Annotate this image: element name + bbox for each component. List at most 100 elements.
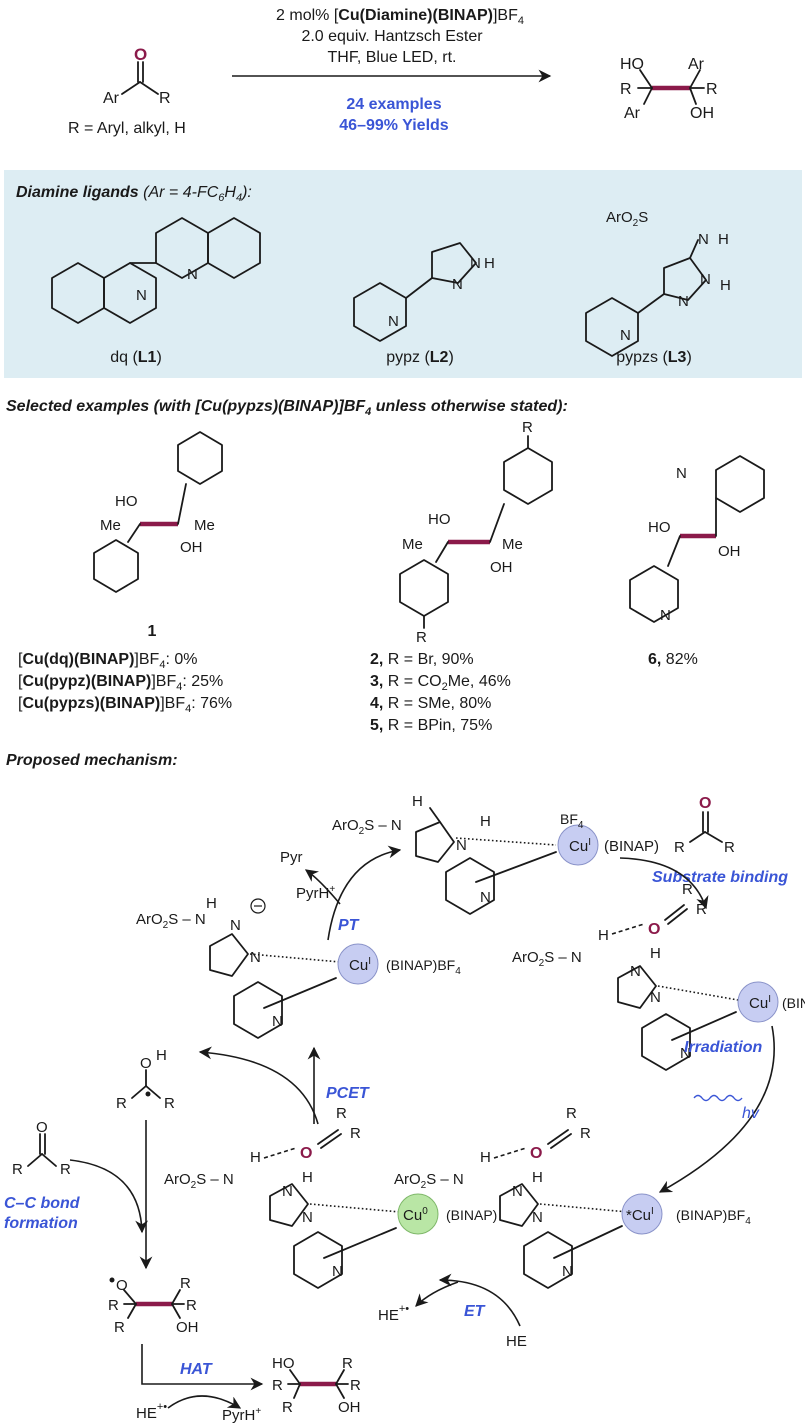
svg-text:N: N (700, 271, 711, 288)
svg-text:R: R (674, 839, 685, 856)
compound-2-label: 2, R = Br, 90% (370, 651, 474, 668)
svg-text:ArO2S: ArO2S (606, 209, 648, 229)
svg-text:CuI: CuI (349, 956, 371, 974)
label-et: ET (464, 1303, 486, 1320)
label-hat: HAT (180, 1361, 213, 1378)
pt-arrow (327, 845, 402, 941)
svg-text:Me: Me (402, 536, 423, 553)
label-pcet: PCET (326, 1085, 370, 1102)
pcet-arrow-left (198, 1046, 319, 1125)
label-cc-bond: C–C bond (4, 1195, 81, 1212)
cu-i-circle-top (557, 824, 599, 866)
ketone-r: R (159, 90, 171, 107)
mechanism-title: Proposed mechanism: (6, 752, 178, 769)
svg-text:Me: Me (502, 536, 523, 553)
complex-cu-i-top: CuI (BINAP) ArO2S – N H H N N (332, 793, 659, 915)
svg-text:R: R (724, 839, 735, 856)
svg-text:PyrH+: PyrH+ (296, 884, 335, 902)
svg-text:HO: HO (115, 493, 138, 510)
svg-text:O: O (530, 1145, 542, 1162)
complex-excited: *CuI (BINAP)BF4 O R R H H ArO2S – N N N … (394, 1105, 751, 1289)
svg-text:Me: Me (194, 517, 215, 534)
svg-text:H: H (484, 255, 495, 272)
hat-arrow (141, 1344, 264, 1391)
conditions-line2: 2.0 equiv. Hantzsch Ester (301, 28, 483, 45)
svg-text:ArO2S – N: ArO2S – N (164, 1171, 234, 1191)
product-ho: HO (620, 56, 644, 73)
svg-text:N: N (136, 287, 147, 304)
complex-cu0: Cu0 (BINAP) O R R H H ArO2S – N N N N (164, 1105, 497, 1289)
substrate-entering: O R R BF4 Substrate binding (560, 795, 788, 910)
svg-text:OH: OH (180, 539, 203, 556)
svg-text:O: O (648, 921, 660, 938)
svg-text:HE: HE (506, 1333, 527, 1350)
product-r-left: R (620, 81, 632, 98)
svg-text:N: N (678, 293, 689, 310)
pinacol-product: HO Ar R R Ar OH (620, 56, 718, 122)
svg-text:H: H (302, 1169, 313, 1186)
ligand-panel-bg (4, 170, 802, 378)
compound-1-yield-pypz: [Cu(pypz)(BINAP)]BF4: 25% (18, 673, 223, 693)
examples-count: 24 examples (346, 96, 441, 113)
compound-4-label: 4, R = SMe, 80% (370, 695, 491, 712)
radical-diol: O R R R R OH (108, 1275, 199, 1336)
svg-text:Me: Me (100, 517, 121, 534)
svg-text:N: N (680, 1045, 691, 1062)
svg-text:N: N (620, 327, 631, 344)
product-oh: OH (690, 105, 714, 122)
svg-text:(BINAP): (BINAP) (446, 1207, 497, 1223)
product-ar-bottom: Ar (624, 105, 641, 122)
r-definition: R = Aryl, alkyl, H (68, 120, 186, 137)
compound-1-yield-dq: [Cu(dq)(BINAP)]BF4: 0% (18, 651, 197, 671)
svg-text:Pyr: Pyr (280, 849, 303, 866)
svg-text:R: R (282, 1399, 293, 1416)
label-formation: formation (4, 1215, 78, 1232)
ligand-panel-title: Diamine ligands (Ar = 4-FC6H4): (16, 184, 252, 204)
ligand-l3-structure: ArO2S N H N H N N pypzs (L3) (585, 209, 731, 366)
svg-text:ArO2S – N: ArO2S – N (136, 911, 206, 931)
svg-text:R: R (12, 1161, 23, 1178)
svg-text:H: H (156, 1047, 167, 1064)
compound-1-label: 1 (148, 623, 157, 640)
svg-text:HE+•: HE+• (378, 1303, 409, 1324)
ligand-l2-structure: N H N N pypz (L2) (353, 242, 495, 366)
svg-text:H: H (480, 1149, 491, 1166)
ketyl-radical: O H R R (116, 1047, 175, 1112)
cc-formation: O R R C–C bond formation (4, 1119, 153, 1270)
svg-text:R: R (60, 1161, 71, 1178)
svg-text:OH: OH (176, 1319, 199, 1336)
svg-text:N: N (332, 1263, 343, 1280)
svg-text:N: N (250, 949, 261, 966)
svg-text:N: N (456, 837, 467, 854)
yields-range: 46–99% Yields (339, 117, 449, 134)
ketone-o: O (134, 45, 147, 64)
svg-text:N: N (452, 276, 463, 293)
product-r-right: R (706, 81, 718, 98)
svg-text:N: N (187, 266, 198, 283)
label-pt: PT (338, 917, 360, 934)
svg-text:(BINAP)BF4: (BINAP)BF4 (386, 957, 461, 977)
svg-text:N: N (230, 917, 241, 934)
svg-text:R: R (164, 1095, 175, 1112)
svg-text:N: N (660, 607, 671, 624)
svg-text:OH: OH (338, 1399, 361, 1416)
svg-text:HO: HO (272, 1355, 295, 1372)
svg-text:N: N (512, 1183, 523, 1200)
svg-text:R: R (522, 419, 533, 436)
svg-text:ArO2S – N: ArO2S – N (512, 949, 582, 969)
svg-text:CuI: CuI (569, 837, 591, 855)
svg-text:H: H (480, 813, 491, 830)
svg-text:H: H (532, 1169, 543, 1186)
svg-text:R: R (416, 629, 427, 646)
svg-text:OH: OH (718, 543, 741, 560)
compound-3-label: 3, R = CO2Me, 46% (370, 673, 511, 693)
svg-text:R: R (336, 1105, 347, 1122)
svg-text:(BINAP)BF4: (BINAP)BF4 (676, 1207, 751, 1227)
svg-text:CuI: CuI (749, 994, 771, 1012)
et-arrow (438, 1273, 521, 1327)
svg-text:R: R (108, 1297, 119, 1314)
svg-text:H: H (598, 927, 609, 944)
svg-text:H: H (206, 895, 217, 912)
svg-text:N: N (480, 889, 491, 906)
